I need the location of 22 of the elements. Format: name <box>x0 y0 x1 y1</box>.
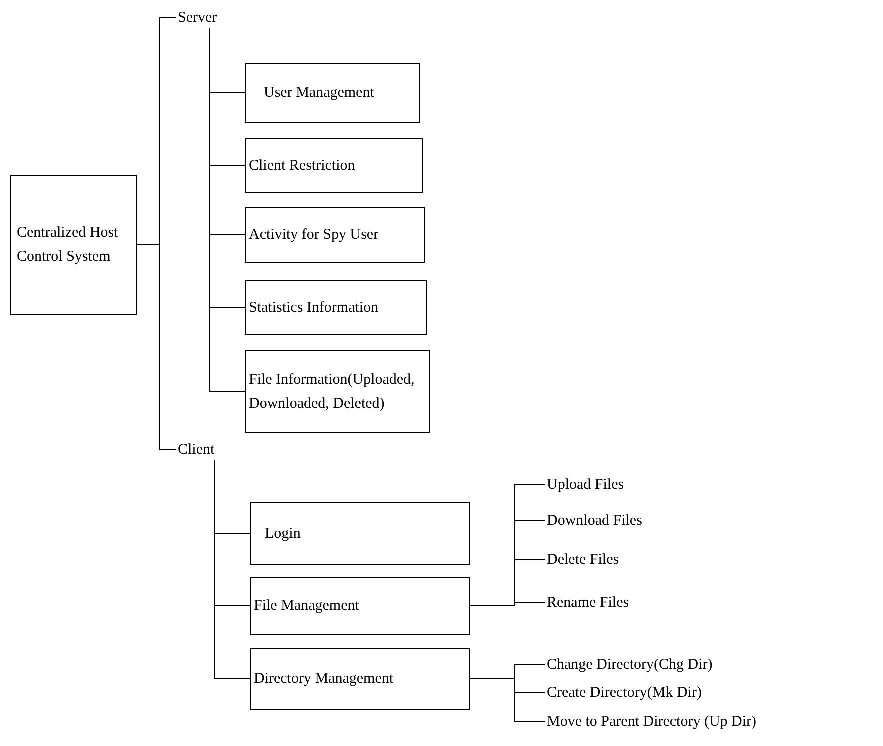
box-label: Activity for Spy User <box>249 226 379 245</box>
process-box <box>245 138 423 193</box>
box-label: User Management <box>264 84 374 103</box>
process-box <box>250 648 470 710</box>
process-box <box>245 280 427 335</box>
process-box <box>245 350 430 433</box>
tree-connector <box>214 460 250 680</box>
box-label: Directory Management <box>254 670 394 689</box>
tree-connector <box>470 678 546 722</box>
process-box <box>250 502 470 565</box>
box-label: Statistics Information <box>249 298 379 318</box>
tree-connector <box>136 244 176 450</box>
box-label: File Information(Uploaded, Downloaded, Deleted) <box>249 370 416 414</box>
tree-connector <box>470 602 546 606</box>
box-label: Centralized Host Control System <box>17 224 120 267</box>
box-label: Login <box>265 524 301 544</box>
process-box <box>245 63 420 123</box>
process-box <box>10 175 137 315</box>
process-box <box>245 207 425 263</box>
process-box <box>250 577 470 635</box>
box-label: Client Restriction <box>249 156 356 176</box>
box-label: File Management <box>254 597 360 616</box>
